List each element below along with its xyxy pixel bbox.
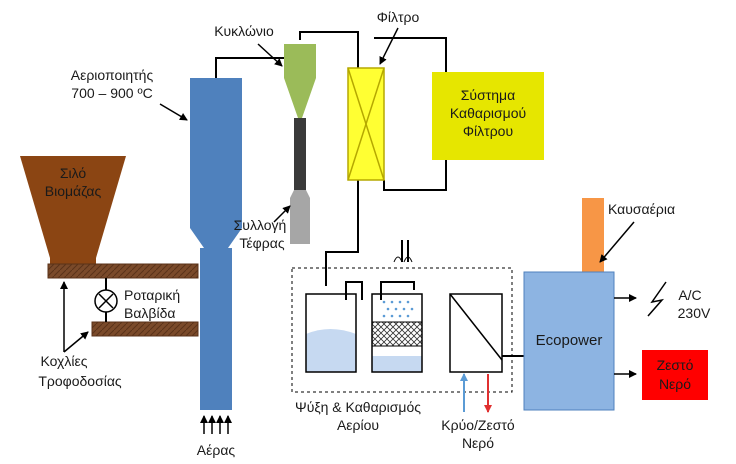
heat-exchanger — [449, 293, 503, 373]
hotwater-label-line2: Νερό — [659, 376, 691, 392]
cyclone-label: Κυκλώνιο — [214, 23, 274, 39]
rotary-valve-label-line1: Ροταρική — [124, 287, 180, 303]
scrubber-vessel — [371, 293, 423, 373]
rotary-valve-label-line2: Βαλβίδα — [124, 305, 175, 321]
ash-drop-tube — [294, 118, 306, 190]
ac-label-line2: 230V — [678, 305, 711, 321]
ecopower-label: Ecopower — [536, 332, 603, 349]
filter-label: Φίλτρο — [377, 9, 420, 25]
silo-neck — [50, 258, 96, 264]
gasifier-label-line2: 700 – 900 ºC — [71, 85, 152, 101]
hot-water-output — [642, 350, 708, 400]
piping — [215, 31, 524, 357]
silo-label-line2: Βιομάζας — [45, 183, 102, 199]
cyclone-body — [284, 44, 316, 78]
biomass-silo — [20, 156, 126, 258]
hotwater-label-line1: Ζεστό — [657, 357, 694, 373]
ash-label-line2: Τέφρας — [239, 235, 284, 251]
ac-label-line1: A/C — [678, 287, 701, 303]
gasifier-label-line1: Αεριοποιητής — [71, 67, 154, 83]
cooling-label-line2: Αερίου — [337, 417, 379, 433]
cyclone-cone — [284, 78, 316, 118]
augers-label-line2: Τροφοδοσίας — [38, 373, 122, 389]
ash-label-line1: Συλλογή — [234, 217, 287, 233]
gasifier-lower — [200, 248, 232, 410]
lightning-icon — [647, 281, 667, 317]
augers-label-line1: Κοχλίες — [40, 353, 87, 369]
gasifier-upper — [190, 78, 242, 248]
cleaning-label-line3: Φίλτρου — [463, 123, 513, 139]
filter-cleaning-system — [432, 72, 544, 160]
filter-unit — [347, 67, 385, 181]
exhaust-label: Καυσαέρια — [608, 201, 675, 217]
ecopower-unit — [523, 271, 615, 411]
water-label-line1: Κρύο/Ζεστό — [441, 417, 515, 433]
rotary-valve-icon — [94, 289, 118, 313]
cooling-label-line1: Ψύξη & Καθαρισμός — [295, 399, 421, 415]
air-label: Αέρας — [197, 442, 236, 458]
silo-label-line1: Σιλό — [60, 165, 87, 181]
lower-feed-auger — [91, 321, 199, 337]
augers-pointer — [60, 281, 89, 353]
water-label-line2: Νερό — [462, 435, 494, 451]
ash-collection-bin — [290, 198, 310, 244]
exhaust-stack — [582, 198, 604, 272]
upper-feed-auger — [47, 263, 199, 279]
cleaning-label-line1: Σύστημα — [461, 87, 515, 103]
air-inlet-arrows — [200, 415, 232, 434]
cooling-cleaning-boundary — [291, 267, 513, 393]
ash-bin-top — [290, 190, 310, 198]
cleaning-label-line2: Καθαρισμού — [450, 105, 526, 121]
cooling-vessel — [305, 293, 357, 373]
